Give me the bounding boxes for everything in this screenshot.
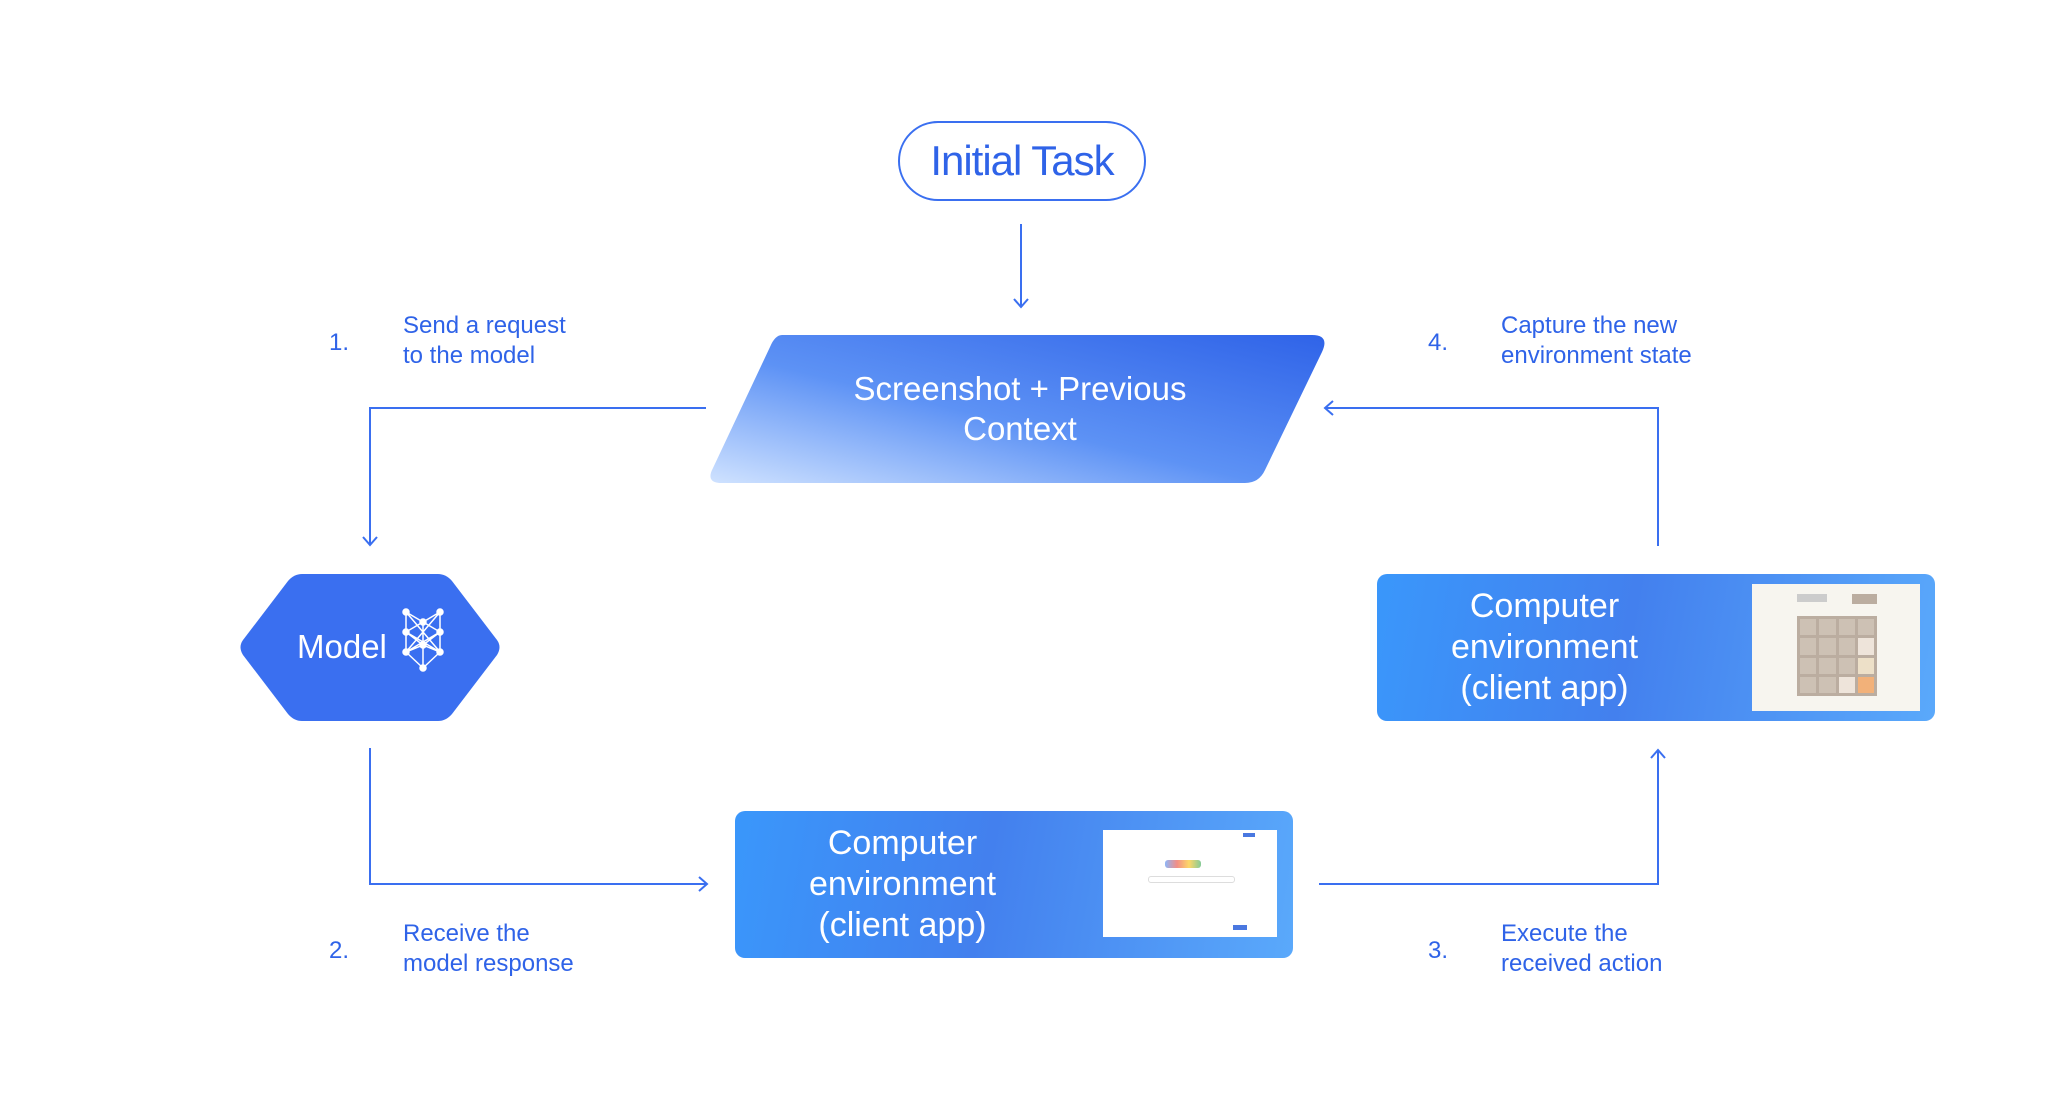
initial-task-label: Initial Task: [930, 137, 1114, 184]
neural-network-icon: [402, 608, 444, 672]
initial-task-node: Initial Task: [898, 121, 1146, 201]
step-4-number: 4.: [1428, 329, 1449, 356]
arrow-task-to-context: [1013, 224, 1029, 309]
env-top-line1: Computer environment: [1450, 587, 1639, 666]
arrow-env-bottom-to-env-top: [1319, 748, 1666, 885]
context-parallelogram: [710, 335, 1325, 483]
env-top-node: Computer environment (client app): [1377, 574, 1935, 721]
step-1-text: Send a request to the model: [403, 311, 566, 371]
env-bottom-line2: (client app): [818, 906, 987, 944]
step-1-number: 1.: [329, 329, 350, 356]
env-bottom-node: Computer environment (client app): [735, 811, 1293, 958]
arrow-context-to-model: [362, 407, 706, 547]
step-1-line2: to the model: [403, 342, 536, 369]
step-2-line2: model response: [403, 950, 574, 977]
step-2-text: Receive the model response: [403, 919, 574, 979]
step-2-line1: Receive the: [403, 920, 530, 947]
model-hexagon: [240, 574, 500, 721]
step-1-line1: Send a request: [403, 312, 566, 339]
step-3-text: Execute the received action: [1501, 919, 1662, 979]
step-4-line2: environment state: [1501, 342, 1692, 369]
arrow-env-top-to-context: [1323, 400, 1659, 546]
step-3-line1: Execute the: [1501, 920, 1628, 947]
env-bottom-line1: Computer environment: [808, 824, 997, 903]
game-2048-thumbnail: [1752, 584, 1920, 711]
model-label: Model: [297, 628, 387, 665]
google-search-thumbnail: [1103, 830, 1277, 937]
env-top-line2: (client app): [1460, 669, 1629, 707]
context-line2: Context: [963, 410, 1077, 447]
step-4-line1: Capture the new: [1501, 312, 1678, 339]
step-3-line2: received action: [1501, 950, 1663, 977]
context-line1: Screenshot + Previous: [853, 370, 1187, 407]
arrow-model-to-env-bottom: [369, 748, 709, 892]
step-4-text: Capture the new environment state: [1501, 311, 1692, 371]
context-node: Screenshot + Previous Context: [706, 335, 1326, 483]
step-2-number: 2.: [329, 937, 350, 964]
step-3-number: 3.: [1428, 937, 1449, 964]
